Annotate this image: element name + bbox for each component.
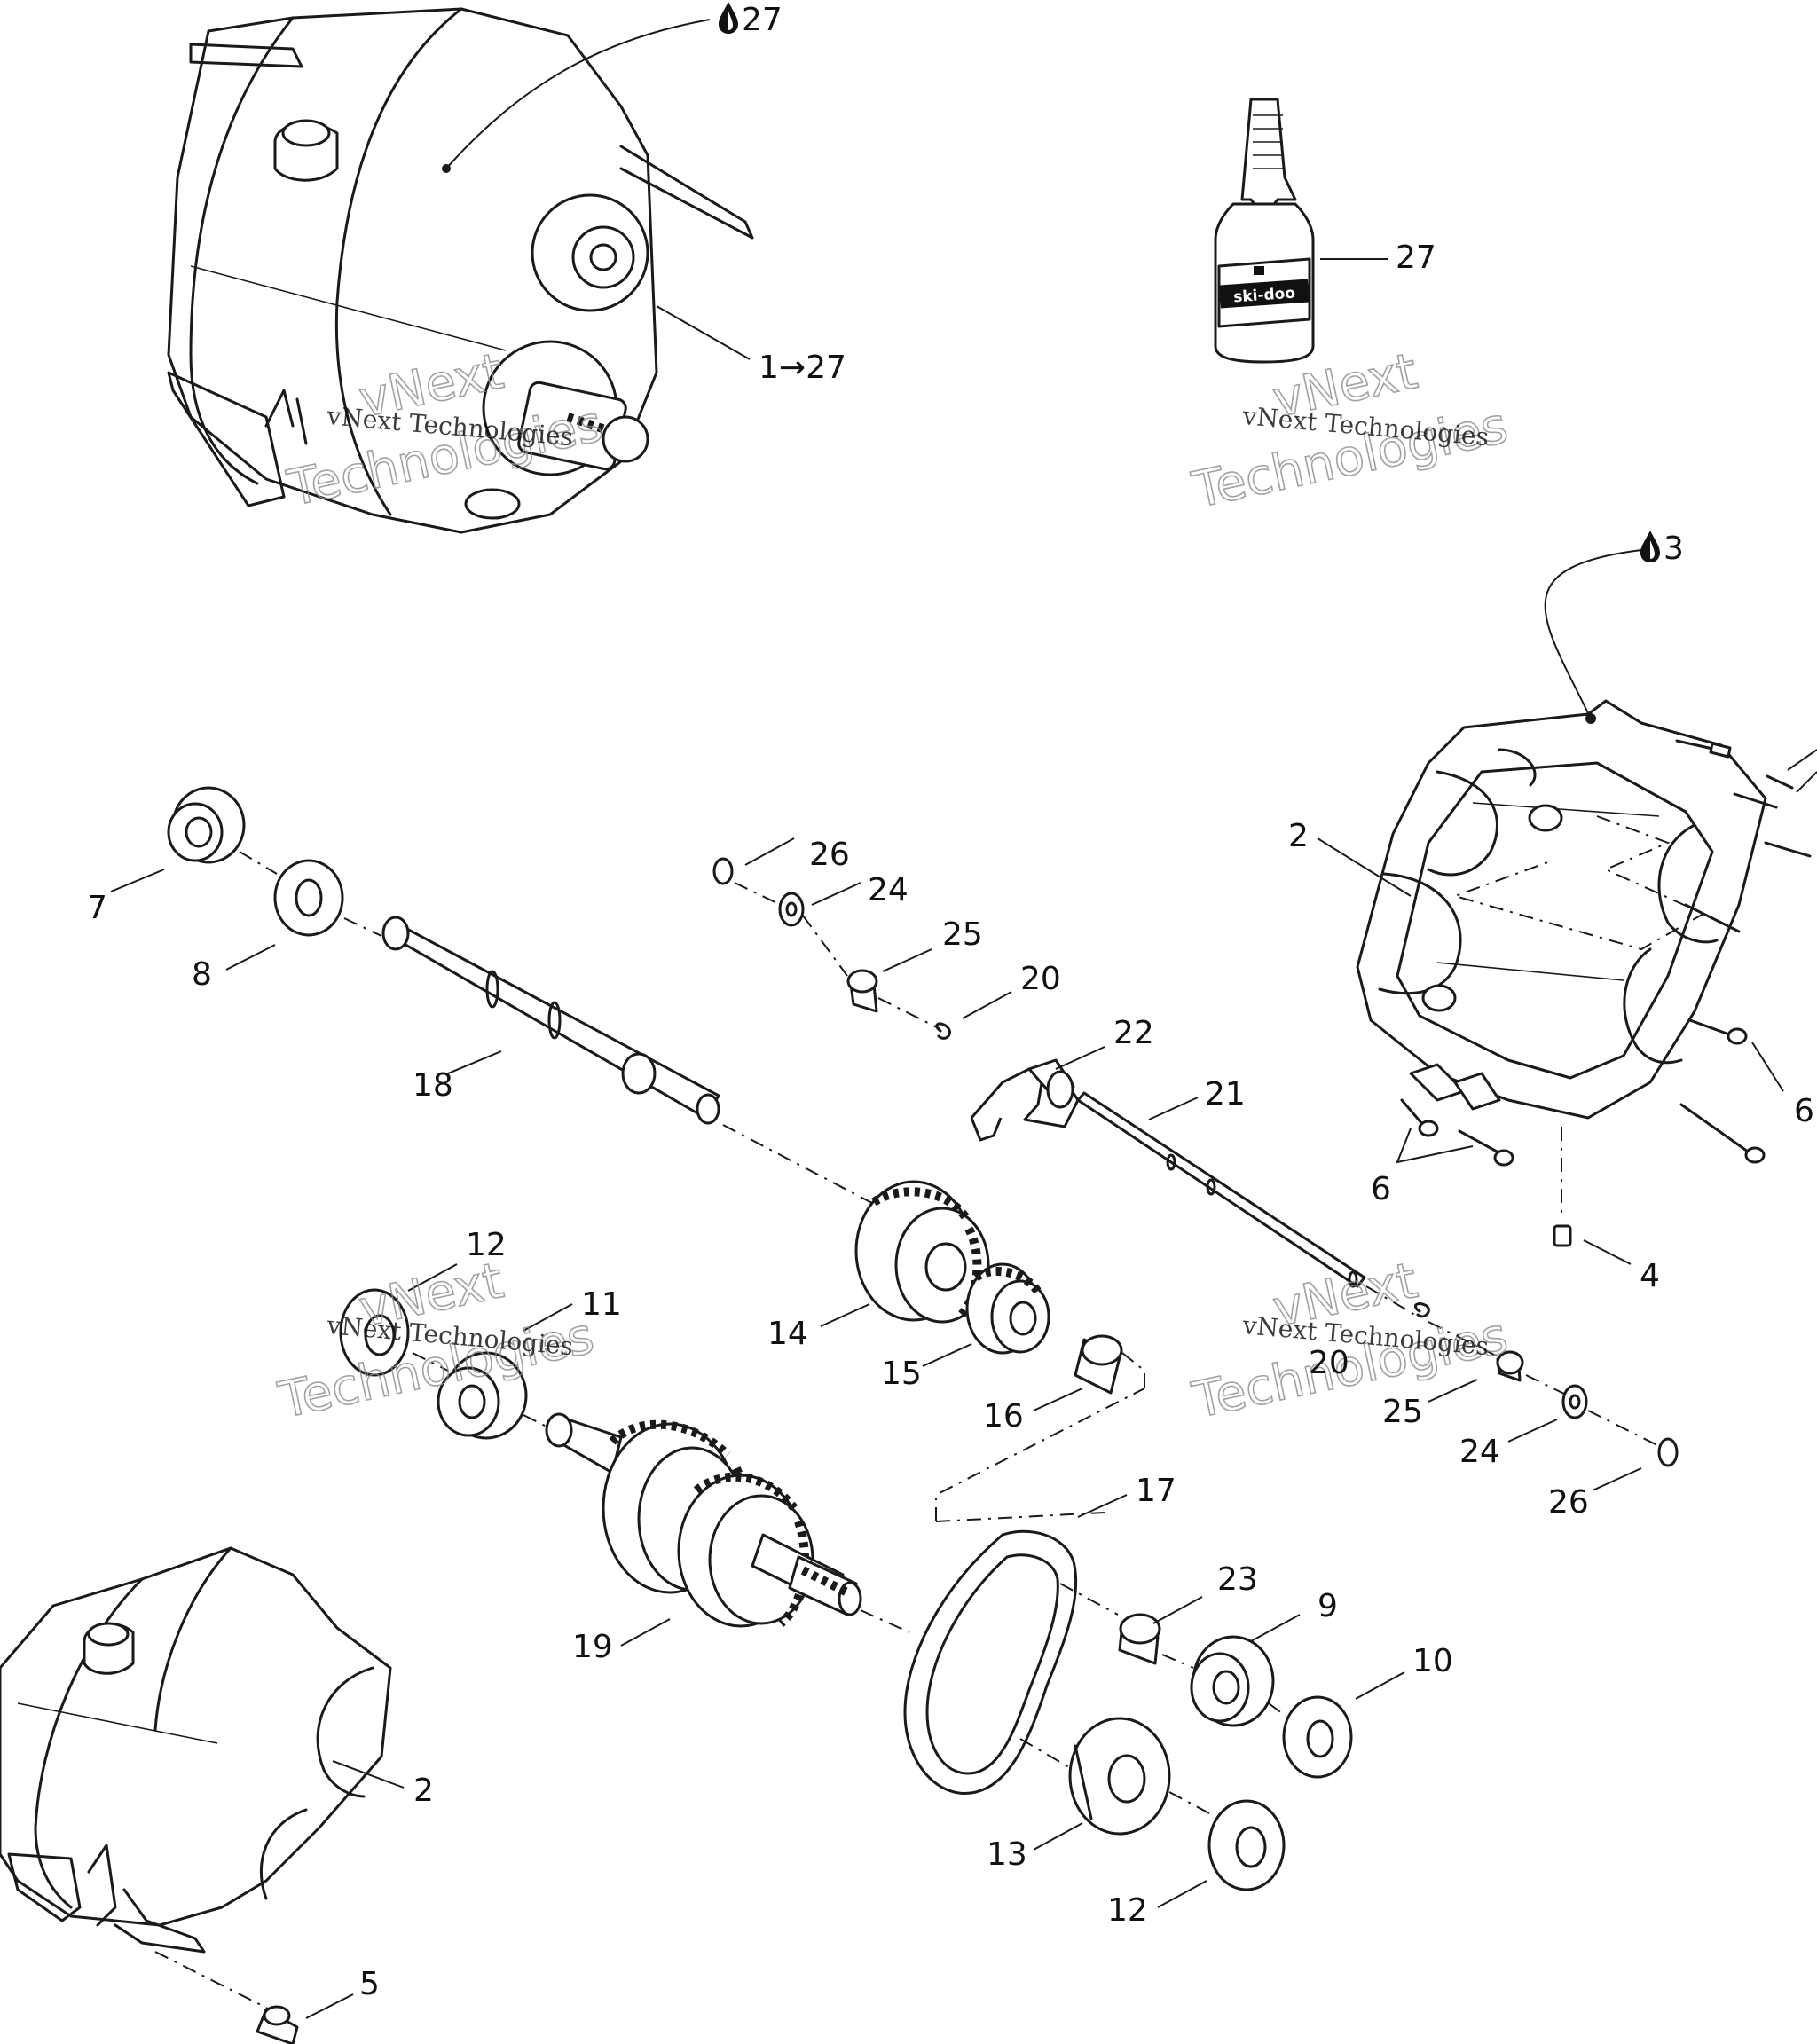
callout-12-bottom: 12 bbox=[1107, 1892, 1148, 1929]
washer-26-bottom bbox=[1428, 1321, 1679, 1491]
dowel-5 bbox=[256, 1993, 354, 2044]
oil-drop-icon bbox=[1640, 531, 1660, 562]
bushing-9 bbox=[1190, 1614, 1301, 1727]
washer-26-top bbox=[712, 837, 795, 885]
callout-12-top: 12 bbox=[466, 1227, 507, 1263]
callout-2-left: 2 bbox=[413, 1773, 434, 1809]
callout-5: 5 bbox=[359, 1966, 380, 2002]
oil-drop-icon bbox=[719, 2, 738, 34]
callout-27-top: 27 bbox=[742, 2, 783, 38]
callout-27-bottle: 27 bbox=[1396, 240, 1436, 276]
callout-17: 17 bbox=[1136, 1473, 1176, 1509]
callout-14: 14 bbox=[767, 1316, 808, 1352]
callout-1-27: 1→27 bbox=[759, 350, 846, 386]
washer-12-bottom bbox=[1157, 1791, 1286, 1908]
clip-20-bottom bbox=[1414, 1302, 1430, 1318]
bushing-11 bbox=[412, 1303, 573, 1440]
callout-13: 13 bbox=[987, 1836, 1027, 1873]
spacer-16 bbox=[1033, 1334, 1145, 1411]
callout-22: 22 bbox=[1113, 1015, 1154, 1051]
sleeve-23 bbox=[1118, 1596, 1203, 1665]
callout-4: 4 bbox=[1640, 1258, 1660, 1294]
shaft-21 bbox=[1076, 1091, 1420, 1318]
washer-12-top bbox=[339, 1263, 458, 1377]
callout-23: 23 bbox=[1217, 1561, 1258, 1598]
gear-14 bbox=[820, 1180, 990, 1327]
shift-fork-22 bbox=[970, 1046, 1105, 1142]
bottle-brand-label: ski-doo bbox=[1233, 285, 1296, 307]
clip-20-top bbox=[734, 882, 1012, 1040]
callout-18: 18 bbox=[413, 1067, 453, 1104]
callout-19: 19 bbox=[572, 1629, 613, 1665]
washer-24-bottom bbox=[1507, 1384, 1588, 1443]
callout-3: 3 bbox=[1664, 531, 1684, 567]
chain-17 bbox=[903, 1388, 1145, 1795]
watermark-bottom-right: vNext Technologies vNext Technologies bbox=[1187, 1251, 1514, 1430]
washer-24-top bbox=[778, 882, 861, 927]
bolt-set-right bbox=[1396, 739, 1817, 1167]
gear-15 bbox=[922, 1262, 1050, 1367]
watermark-bottom-left: vNext Technologies vNext Technologies bbox=[273, 1251, 600, 1430]
washer-10 bbox=[1161, 1654, 1405, 1779]
callout-20-bottom: 20 bbox=[1309, 1345, 1349, 1381]
callout-10: 10 bbox=[1412, 1643, 1453, 1679]
callout-6-bottom: 6 bbox=[1371, 1171, 1391, 1207]
callout-24-bottom: 24 bbox=[1459, 1434, 1500, 1470]
housing-half-left bbox=[0, 1546, 405, 2013]
gear-shaft-19 bbox=[545, 1412, 910, 1647]
callout-16: 16 bbox=[983, 1398, 1024, 1435]
callout-25-bottom: 25 bbox=[1382, 1394, 1423, 1430]
callout-11: 11 bbox=[581, 1286, 622, 1323]
callout-2-right: 2 bbox=[1288, 818, 1309, 854]
washer-8 bbox=[225, 851, 382, 971]
callout-21: 21 bbox=[1205, 1076, 1246, 1112]
callout-6-right: 6 bbox=[1794, 1093, 1814, 1129]
callout-labels: 27 27 1→27 3 2 6 6 4 7 8 18 26 24 25 20 … bbox=[87, 2, 1814, 2002]
spacer-25-top bbox=[846, 948, 932, 1013]
watermark-top-right: vNext Technologies vNext Technologies bbox=[1187, 342, 1514, 520]
callout-9: 9 bbox=[1318, 1588, 1338, 1624]
callout-8: 8 bbox=[192, 956, 212, 993]
oil-bottle: ski-doo bbox=[1214, 98, 1388, 364]
callout-26-bottom: 26 bbox=[1548, 1484, 1589, 1521]
callout-20-top: 20 bbox=[1020, 961, 1061, 997]
housing-half-right bbox=[1317, 549, 1767, 1265]
bushing-13 bbox=[1033, 1717, 1171, 1851]
callout-7: 7 bbox=[87, 890, 107, 926]
callout-24-top: 24 bbox=[868, 872, 908, 908]
callout-25-top: 25 bbox=[942, 916, 983, 953]
bushing-7 bbox=[110, 786, 246, 892]
spacer-25-bottom bbox=[1428, 1350, 1524, 1403]
callout-15: 15 bbox=[881, 1356, 922, 1392]
shaft-18 bbox=[381, 916, 888, 1212]
callout-26-top: 26 bbox=[809, 837, 850, 873]
assembled-gearbox bbox=[167, 7, 754, 534]
